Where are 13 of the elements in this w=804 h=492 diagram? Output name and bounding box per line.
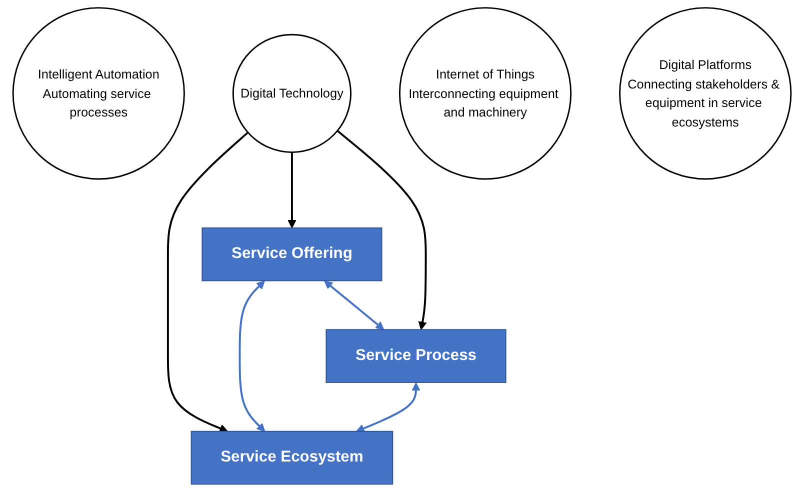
arrow bbox=[336, 130, 427, 330]
node-box: Service Offering bbox=[202, 227, 382, 282]
arrow bbox=[166, 132, 249, 432]
node-circle: Digital Platforms Connecting stakeholders & equipment in service ecosystems bbox=[619, 7, 792, 180]
node-circle: Internet of Things Interconnecting equipment and machinery bbox=[398, 7, 572, 180]
node-circle: Digital Technology bbox=[232, 34, 352, 153]
arrow bbox=[238, 280, 266, 432]
arrow bbox=[324, 280, 384, 330]
node-box: Service Process bbox=[326, 329, 506, 383]
node-circle: Intelligent Automation Automating service processes bbox=[12, 7, 185, 180]
arrow bbox=[356, 382, 420, 432]
node-box: Service Ecosystem bbox=[190, 430, 394, 485]
arrow bbox=[288, 152, 296, 228]
